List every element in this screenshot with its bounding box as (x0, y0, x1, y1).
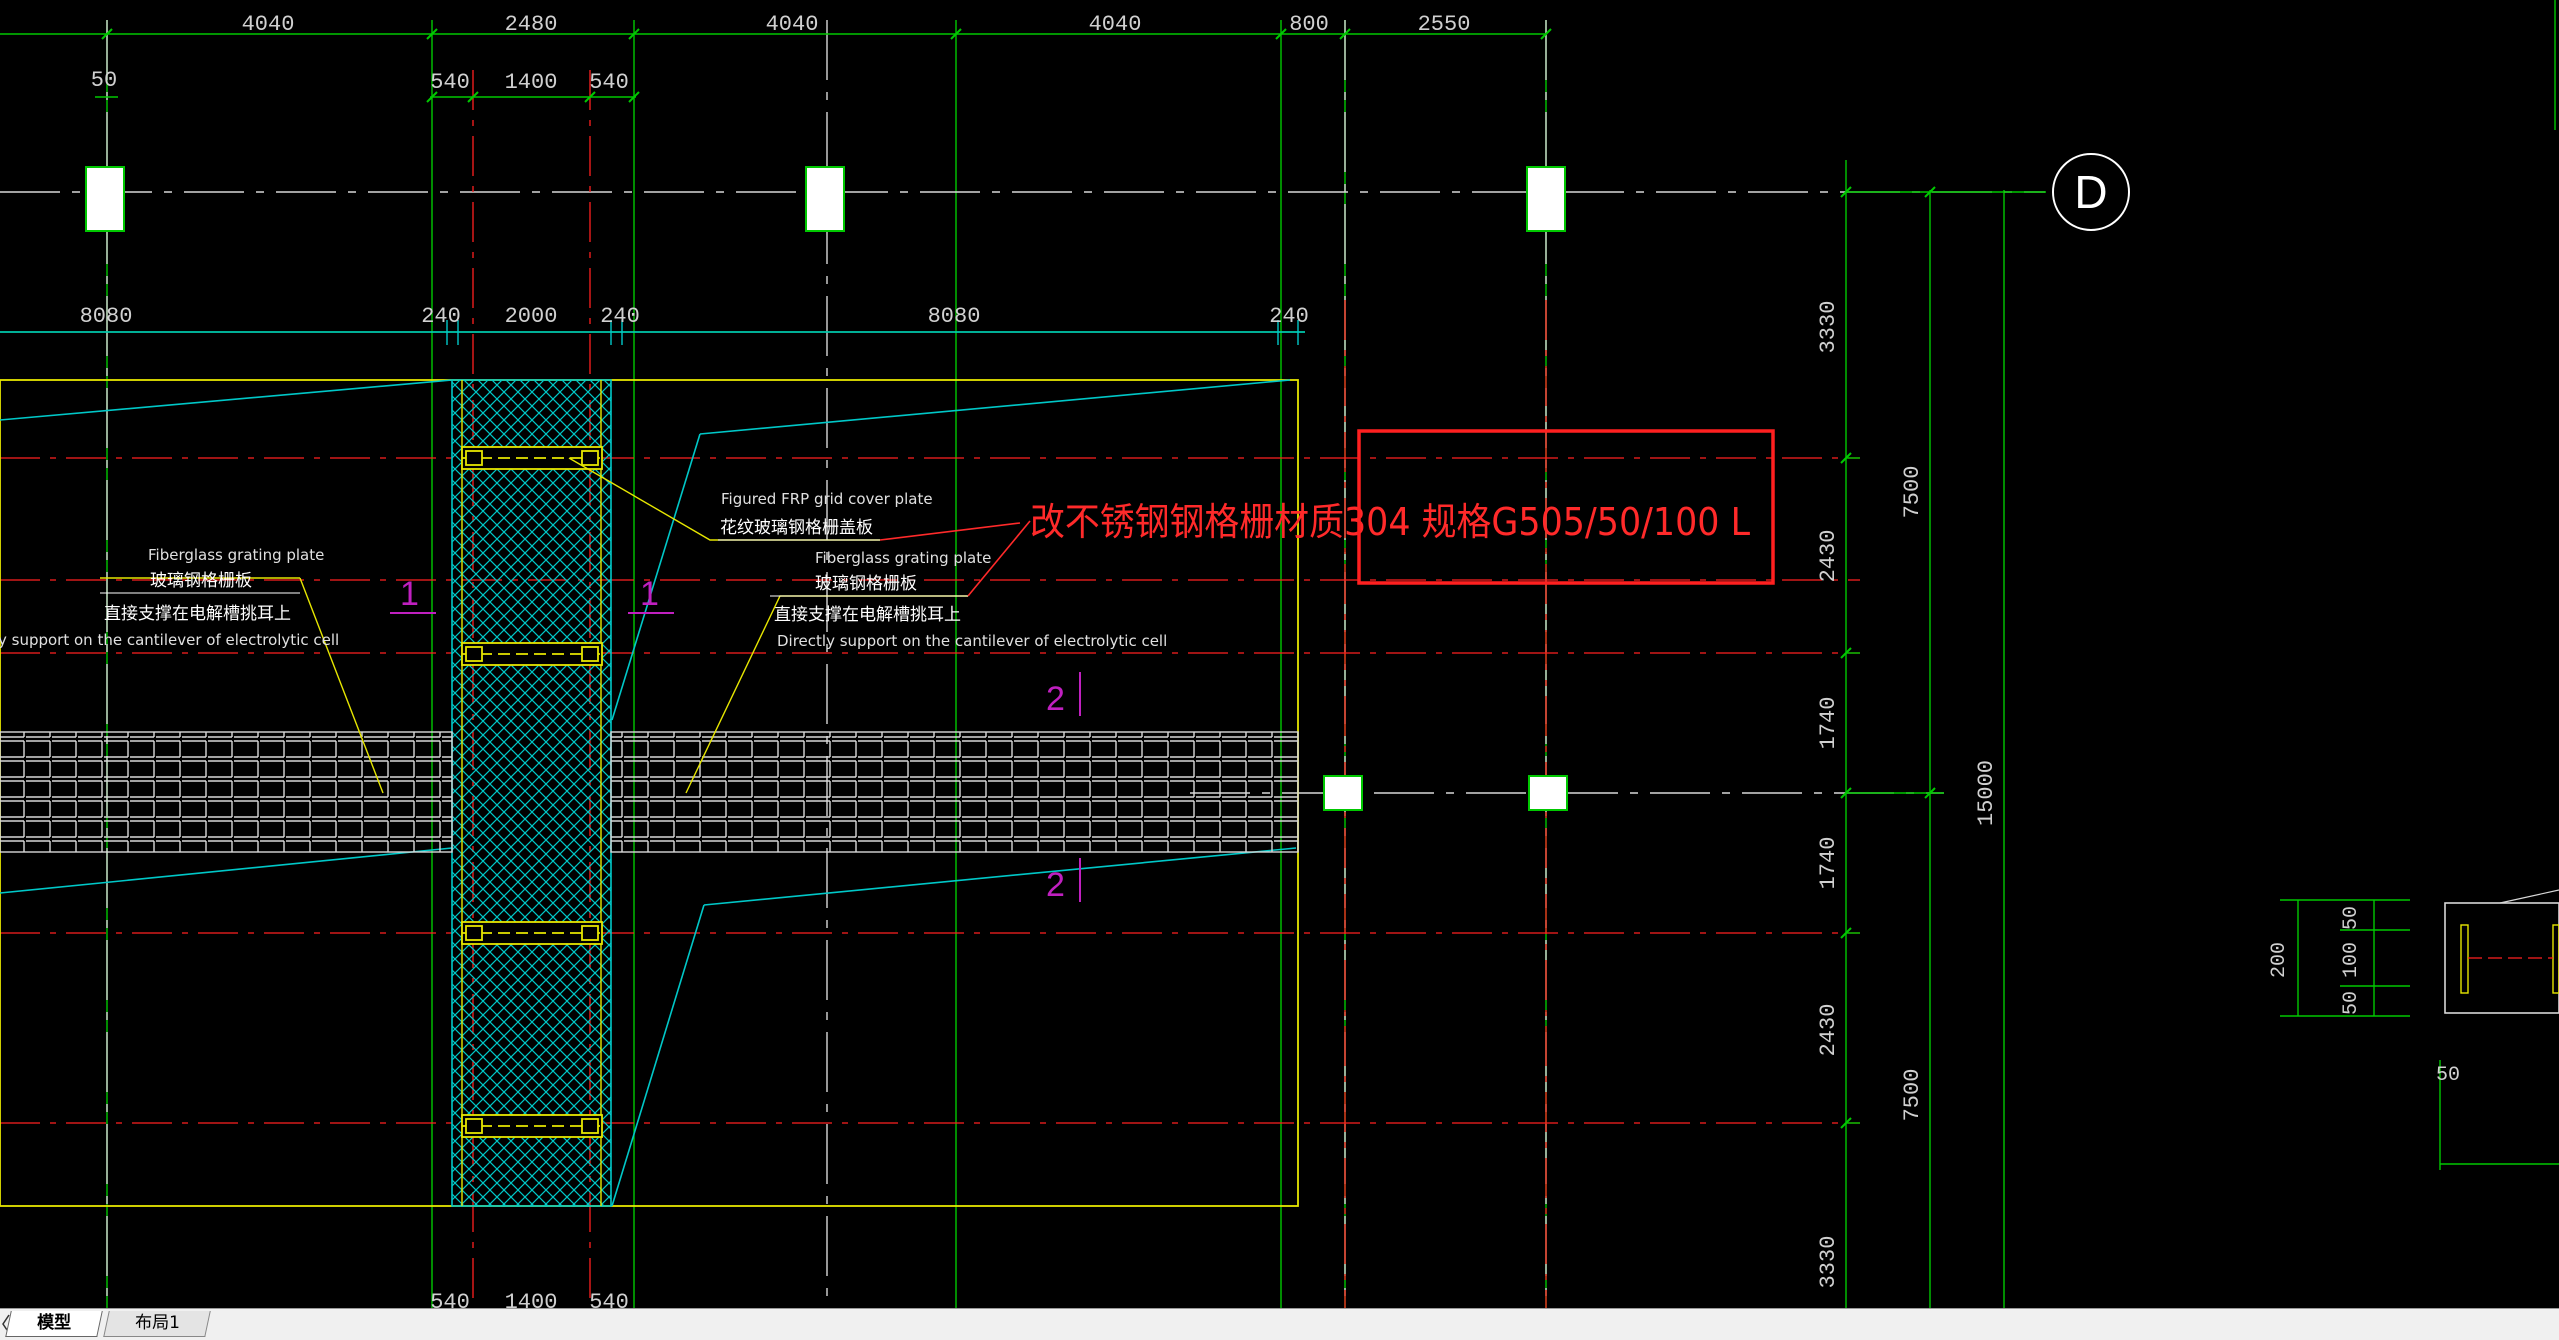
top-dim-lines (0, 33, 1546, 333)
frp-cover-trench[interactable] (451, 379, 612, 1207)
svg-text:3330: 3330 (1816, 1236, 1841, 1289)
column-marker-3 (1526, 166, 1566, 232)
dim-top-5: 800 (1289, 12, 1329, 37)
column-marker-1 (85, 166, 125, 232)
dim-top-6: 2550 (1418, 12, 1471, 37)
cad-drawing[interactable]: 4040 2480 4040 4040 800 2550 50 540 1400… (0, 0, 2559, 1308)
grating-strip-left (0, 731, 453, 853)
grating-right-en: Fiberglass grating plate (815, 549, 991, 567)
section-mark-1b: 1 (640, 575, 659, 613)
right-dim-text: 3330 2430 1740 1740 2430 3330 7500 15000… (1816, 301, 1999, 1289)
svg-text:1400: 1400 (505, 1290, 558, 1308)
support-left-en: y support on the cantilever of electroly… (0, 631, 339, 649)
markup-text: 改不锈钢钢格栅材质304 规格G505/50/100 L (1030, 500, 1750, 544)
right-dim-lines (1846, 191, 2004, 1124)
svg-text:8080: 8080 (80, 304, 133, 329)
svg-text:7500: 7500 (1900, 466, 1925, 519)
mid-dim-text: 8080 240 2000 240 8080 240 (80, 304, 1309, 329)
column-marker-2 (805, 166, 845, 232)
svg-text:540: 540 (589, 1290, 629, 1308)
tab-layout1-label: 布局1 (134, 1313, 180, 1333)
bottom-dim-text: 540 1400 540 (430, 1290, 629, 1308)
grating-right-cn: 玻璃钢格栅板 (815, 574, 917, 594)
section-mark-1a: 1 (400, 575, 419, 613)
top-dim-text: 4040 2480 4040 4040 800 2550 50 540 1400… (91, 12, 1471, 95)
svg-text:50: 50 (2436, 1064, 2460, 1087)
column-marker-5 (1528, 775, 1568, 811)
svg-text:3330: 3330 (1816, 301, 1841, 354)
section-detail[interactable]: 200 50 100 50 50 (2268, 889, 2559, 1170)
grating-strip-right (610, 731, 1299, 853)
svg-text:100: 100 (2340, 942, 2363, 978)
support-right-en: Directly support on the cantilever of el… (777, 632, 1167, 650)
svg-text:1740: 1740 (1816, 837, 1841, 890)
svg-text:50: 50 (2340, 906, 2363, 930)
mid-dim-lines (0, 320, 1305, 345)
tab-model-label: 模型 (37, 1313, 72, 1333)
markup-cloud-box (1357, 429, 1775, 585)
column-marker-4 (1323, 775, 1363, 811)
underlines (100, 539, 968, 597)
svg-text:2430: 2430 (1816, 1004, 1841, 1057)
dim-top2-2: 540 (430, 70, 470, 95)
dim-top-3: 4040 (766, 12, 819, 37)
dim-ticks (101, 28, 1552, 103)
frp-cover-cn: 花纹玻璃钢格栅盖板 (720, 518, 873, 538)
tab-model[interactable]: 模型 (5, 1311, 103, 1337)
support-right-cn: 直接支撑在电解槽挑耳上 (774, 605, 961, 625)
svg-text:7500: 7500 (1900, 1069, 1925, 1122)
svg-text:15000: 15000 (1974, 760, 1999, 826)
support-bars (461, 446, 603, 1138)
svg-text:240: 240 (1269, 304, 1309, 329)
dim-top2-3: 1400 (505, 70, 558, 95)
dim-top2-1: 50 (91, 68, 117, 93)
markup-note[interactable]: 改不锈钢钢格栅材质304 规格G505/50/100 L (879, 429, 1775, 597)
svg-text:200: 200 (2268, 942, 2291, 978)
dim-top-1: 4040 (242, 12, 295, 37)
axis-label-d: D (2074, 166, 2107, 218)
svg-text:8080: 8080 (928, 304, 981, 329)
tab-layout1[interactable]: 布局1 (103, 1311, 211, 1337)
section-mark-2b: 2 (1046, 866, 1065, 904)
dim-top-2: 2480 (505, 12, 558, 37)
svg-text:1740: 1740 (1816, 697, 1841, 750)
frp-cover-en: Figured FRP grid cover plate (721, 490, 933, 508)
section-mark-2a: 2 (1046, 680, 1065, 718)
hidden-lines (0, 70, 1860, 1308)
annotations: Figured FRP grid cover plate 花纹玻璃钢格栅盖板 F… (0, 490, 1167, 650)
right-dim-ticks (1840, 186, 1936, 1129)
svg-text:50: 50 (2340, 991, 2363, 1015)
grating-strips[interactable] (0, 731, 1299, 853)
column-markers[interactable] (85, 166, 1568, 811)
support-left-cn: 直接支撑在电解槽挑耳上 (104, 604, 291, 624)
svg-text:240: 240 (421, 304, 461, 329)
grating-left-en: Fiberglass grating plate (148, 546, 324, 564)
svg-text:540: 540 (430, 1290, 470, 1308)
layout-tab-bar: 模型 布局1 (0, 1308, 2559, 1340)
dim-top2-4: 540 (589, 70, 629, 95)
svg-text:2430: 2430 (1816, 530, 1841, 583)
section-marks[interactable]: 1 1 2 2 (390, 575, 1081, 904)
axis-bubble[interactable]: D (2052, 153, 2130, 231)
grating-left-cn: 玻璃钢格栅板 (150, 571, 252, 591)
dim-top-4: 4040 (1089, 12, 1142, 37)
cad-model-space[interactable]: 4040 2480 4040 4040 800 2550 50 540 1400… (0, 0, 2559, 1308)
svg-text:2000: 2000 (505, 304, 558, 329)
cantilever-lines (0, 379, 1297, 1207)
svg-text:240: 240 (600, 304, 640, 329)
axis-lines (0, 20, 2045, 1308)
